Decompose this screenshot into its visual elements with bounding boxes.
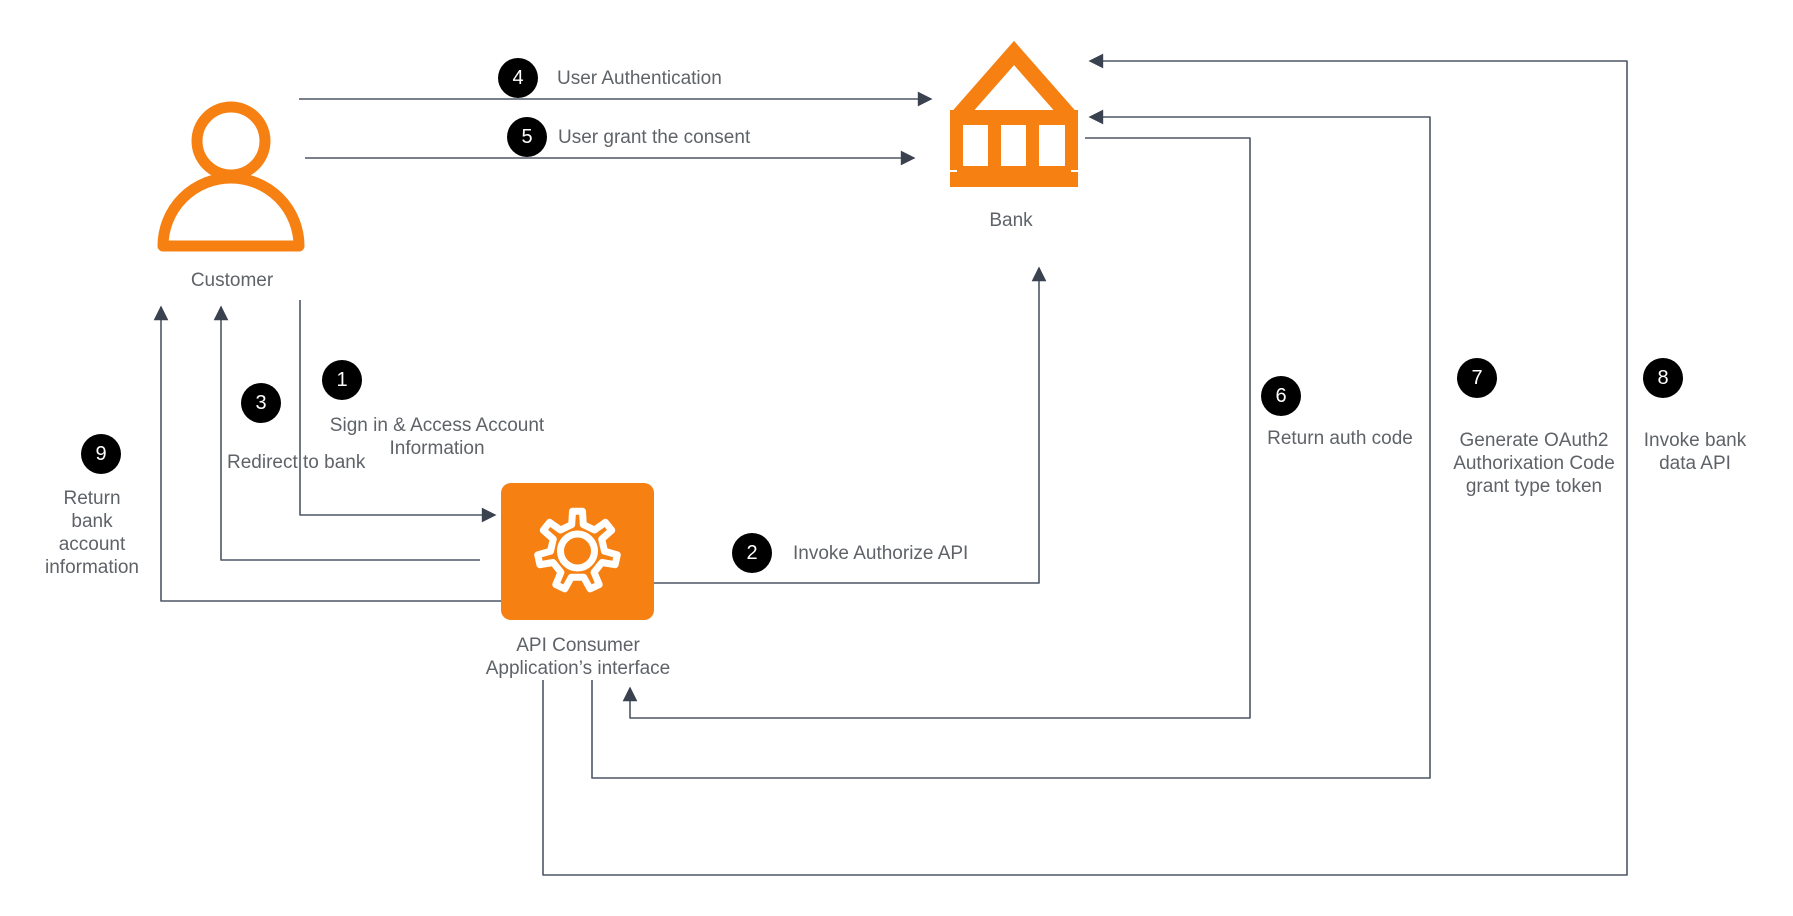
step-label-7: Generate OAuth2 Authorixation Code grant… [1424, 429, 1644, 498]
gear-icon-teeth [534, 507, 621, 593]
step-label-3-line1: Redirect to bank [227, 452, 366, 473]
edge-2-invoke-authorize [654, 266, 1047, 584]
api-consumer-label-line1: API Consumer [516, 635, 640, 656]
step-badge-9: 9 [81, 434, 121, 474]
api-consumer-label: API Consumer Application’s interface [458, 634, 698, 680]
step-label-2-line1: Invoke Authorize API [793, 543, 969, 564]
gear-icon [501, 483, 654, 620]
step-label-6: Return auth code [1240, 427, 1440, 450]
step-label-9: Return bank account information [22, 487, 162, 579]
edge-1-sign-in [299, 300, 497, 523]
step-label-8-line1: Invoke bank [1643, 430, 1747, 451]
step-label-6-line1: Return auth code [1267, 428, 1413, 449]
edge-9-return-info [153, 305, 502, 602]
api-consumer-label-line2: Application’s interface [485, 658, 671, 679]
step-label-2: Invoke Authorize API [793, 542, 968, 565]
step-label-9-line3: account [58, 534, 126, 555]
step-label-9-line1: Return [63, 488, 121, 509]
step-label-1-line1: Sign in & Access Account [329, 415, 545, 436]
step-badge-8: 8 [1643, 358, 1683, 398]
bank-icon [949, 40, 1079, 187]
step-label-1: Sign in & Access Account Information [327, 414, 547, 460]
edge-7-generate-token [591, 109, 1431, 779]
step-badge-3: 3 [241, 383, 281, 423]
step-badge-6: 6 [1261, 376, 1301, 416]
step-badge-1: 1 [322, 360, 362, 400]
step-badge-4: 4 [498, 58, 538, 98]
step-label-5-line1: User grant the consent [558, 127, 751, 148]
step-badge-7: 7 [1457, 358, 1497, 398]
bank-label: Bank [989, 210, 1033, 231]
step-label-4-line1: User Authentication [557, 68, 722, 89]
step-label-5: User grant the consent [558, 126, 750, 149]
step-badge-5: 5 [507, 117, 547, 157]
step-label-7-line2: Authorixation Code [1453, 453, 1615, 474]
step-label-4: User Authentication [557, 67, 722, 90]
edge-6-return-auth-code [622, 137, 1251, 719]
step-label-8: Invoke bank data API [1615, 429, 1775, 475]
step-label-7-line3: grant type token [1465, 476, 1603, 497]
step-label-7-line1: Generate OAuth2 [1459, 430, 1609, 451]
step-badge-2: 2 [732, 533, 772, 573]
step-label-9-line2: bank [71, 511, 113, 532]
edge-3-redirect-to-bank [213, 305, 480, 561]
step-label-1-line2: Information [389, 438, 485, 459]
customer-label: Customer [190, 270, 274, 291]
edge-8-invoke-bank-data [542, 53, 1628, 876]
step-label-9-line4: information [45, 557, 139, 578]
step-label-3: Redirect to bank [227, 451, 365, 474]
person-icon [157, 101, 305, 252]
step-label-8-line2: data API [1659, 453, 1731, 474]
